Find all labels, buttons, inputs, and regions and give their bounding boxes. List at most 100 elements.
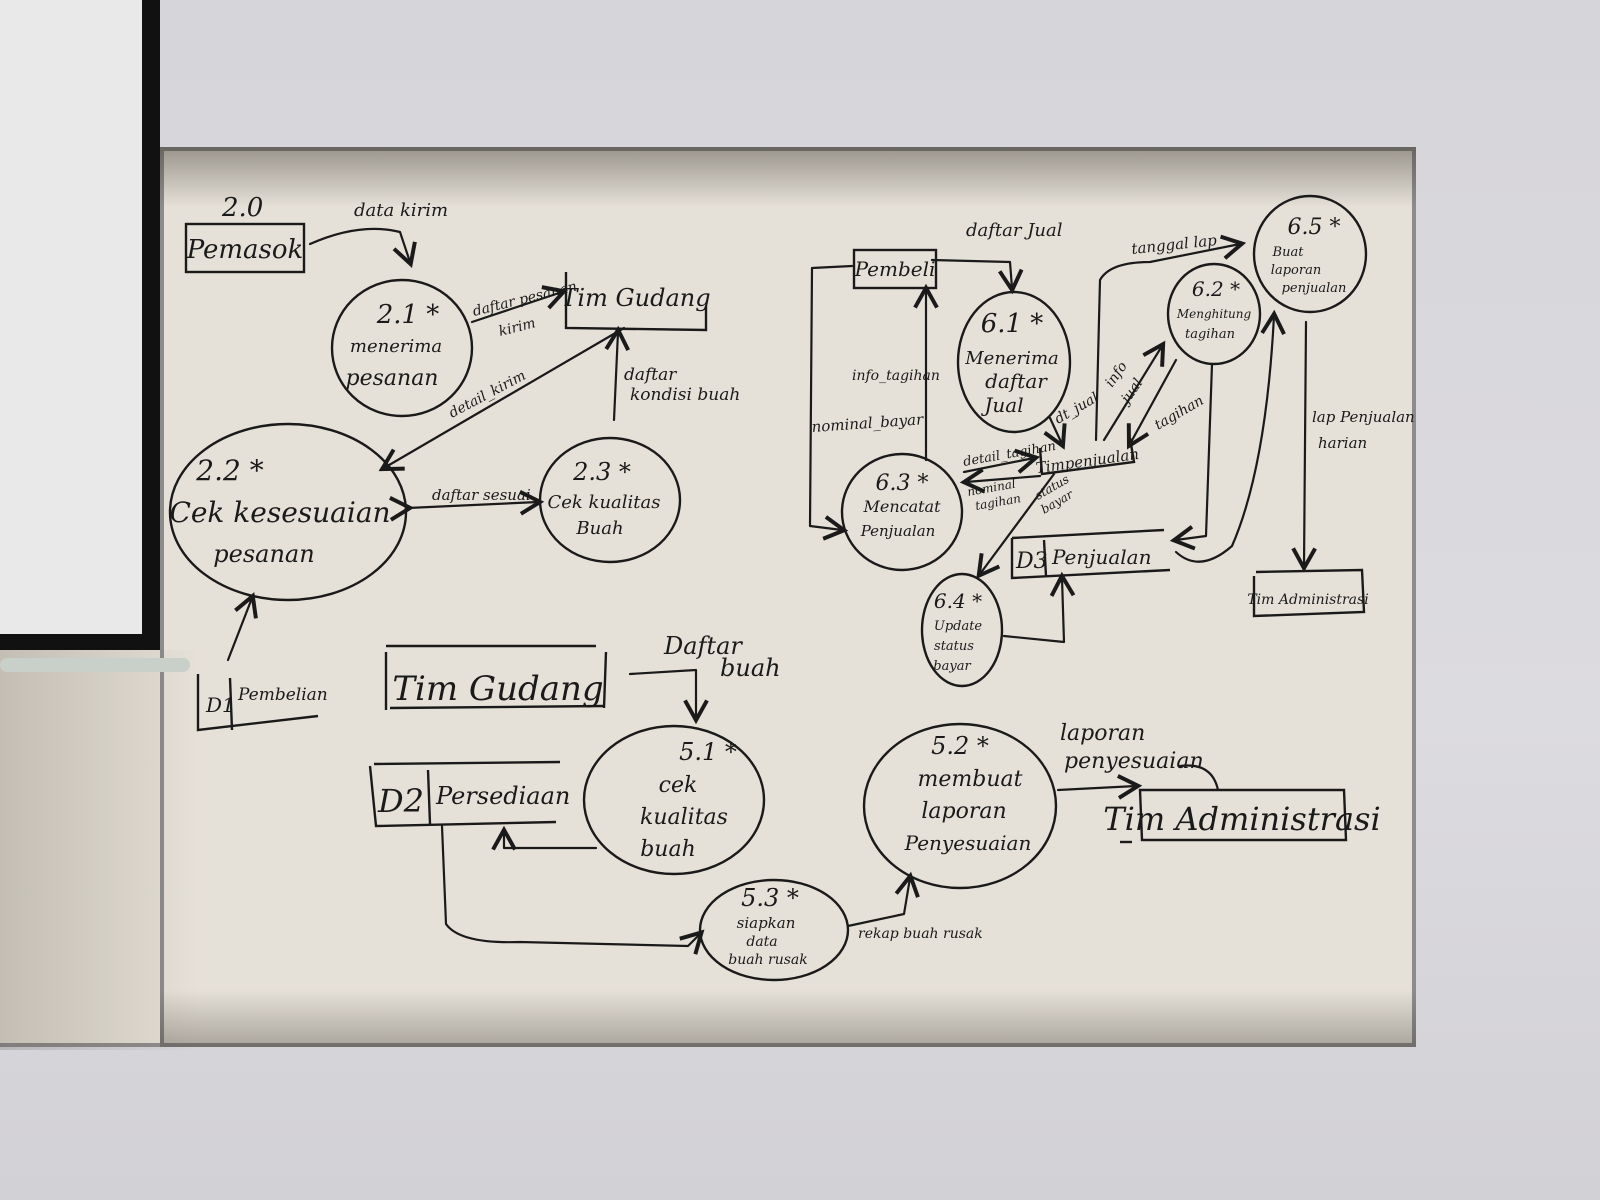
- flow-lap-penjualan-harian: [1291, 320, 1317, 573]
- entity-tim-gudang-top: Tim Gudang: [561, 272, 711, 332]
- process-label-2-0: 2.0: [221, 193, 263, 223]
- flow-daftar-sesuai: [389, 490, 545, 522]
- whiteboard: [160, 147, 1416, 1047]
- svg-text:Menghitung: Menghitung: [1176, 307, 1252, 321]
- svg-text:Update: Update: [934, 619, 983, 634]
- flow-label-tanggal-lap: tanggal lap: [1131, 231, 1218, 258]
- flow-daftar-pesanan-kirim: [470, 285, 568, 324]
- flow-6-4-to-d3: [1002, 571, 1076, 644]
- store-d2-persediaan: D2 Persediaan: [368, 760, 570, 828]
- flow-label-data-kirim: data kirim: [354, 200, 448, 221]
- svg-text:Pembeli: Pembeli: [854, 257, 936, 281]
- svg-text:6.4 *: 6.4 *: [934, 589, 982, 613]
- process-5-2: 5.2 * membuat laporan Penyesuaian: [862, 722, 1058, 890]
- svg-text:Buah: Buah: [575, 518, 623, 539]
- flow-label-daftar-buah-2: buah: [720, 654, 781, 682]
- svg-text:menerima: menerima: [350, 336, 442, 357]
- projector-screen-frame: [0, 0, 160, 650]
- entity-tim-administrasi-right: Tim Administrasi: [1247, 568, 1369, 618]
- process-5-3: 5.3 * siapkan data buah rusak: [698, 878, 850, 982]
- svg-text:Pemasok: Pemasok: [186, 235, 304, 265]
- svg-text:laporan: laporan: [921, 799, 1006, 824]
- svg-text:Pembelian: Pembelian: [237, 685, 328, 705]
- svg-text:Penjualan: Penjualan: [1051, 545, 1151, 569]
- flow-label-nominal-bayar: nominal_bayar: [811, 410, 925, 436]
- svg-text:D2: D2: [377, 782, 424, 820]
- flow-daftar-kondisi-buah: [604, 325, 630, 422]
- whiteboard-stain: [0, 650, 200, 1050]
- process-6-2: 6.2 * Menghitung tagihan: [1166, 262, 1262, 366]
- flow-label-daftar-sesuai: daftar sesuai: [432, 486, 531, 504]
- flow-data-kirim: [308, 227, 417, 268]
- process-6-3: 6.3 * Mencatat Penjualan: [840, 452, 964, 572]
- flow-d3-to-6-5: [1174, 309, 1286, 563]
- svg-text:Buat: Buat: [1272, 245, 1305, 260]
- flow-label-lap-penjualan-2: harian: [1318, 434, 1367, 452]
- svg-text:bayar: bayar: [933, 659, 971, 674]
- flow-label-daftar-kondisi-2: kondisi buah: [630, 385, 740, 405]
- svg-text:2.1 *: 2.1 *: [376, 300, 440, 330]
- flow-nominal-tagihan: [959, 467, 1042, 494]
- flow-label-daftar-kondisi-1: daftar: [624, 365, 677, 385]
- svg-text:Jual: Jual: [980, 393, 1023, 417]
- svg-text:6.1 *: 6.1 *: [981, 309, 1044, 339]
- svg-text:Tim Gudang: Tim Gudang: [561, 284, 710, 312]
- entity-pembeli: Pembeli: [852, 248, 938, 290]
- flow-5-1-to-d2: [491, 825, 598, 851]
- svg-text:Mencatat: Mencatat: [862, 497, 941, 516]
- store-d3-penjualan: D3 Penjualan: [1010, 528, 1171, 580]
- svg-text:kualitas: kualitas: [640, 805, 728, 830]
- svg-text:data: data: [746, 934, 777, 950]
- svg-text:cek: cek: [659, 773, 698, 798]
- svg-text:6.5 *: 6.5 *: [1288, 215, 1341, 240]
- svg-text:Cek kesesuaian: Cek kesesuaian: [169, 496, 390, 529]
- whiteboard-left-extension: [0, 650, 165, 1047]
- flow-laporan-penyesuaian-tail: [1178, 764, 1220, 792]
- entity-tim-administrasi-bottom: Tim Administrasi: [1103, 788, 1381, 844]
- svg-text:Penyesuaian: Penyesuaian: [904, 831, 1032, 855]
- flow-daftar-jual: [930, 258, 1024, 295]
- flow-rekap-buah-rusak: [846, 871, 920, 928]
- process-2-2: 2.2 * Cek kesesuaian pesanan: [168, 422, 408, 602]
- whiteboard-stain: [160, 147, 1416, 207]
- process-2-3: 2.3 * Cek kualitas Buah: [538, 436, 682, 564]
- process-6-5: 6.5 * Buat laporan penjualan: [1252, 194, 1368, 314]
- flow-label-lap-penjualan-1: lap Penjualan: [1312, 408, 1415, 426]
- entity-tim-gudang-mid: Tim Gudang: [384, 644, 608, 710]
- svg-text:5.2 *: 5.2 *: [931, 732, 989, 760]
- flow-dt-jual: [1043, 416, 1067, 450]
- svg-text:status: status: [934, 639, 974, 654]
- svg-text:2.2 *: 2.2 *: [195, 454, 263, 487]
- flow-info-jual: [1102, 340, 1166, 442]
- entity-pemasok: Pemasok: [184, 222, 306, 274]
- flow-daftar-buah: [628, 668, 709, 725]
- flow-d2-to-5-3: [440, 824, 705, 955]
- svg-text:siapkan: siapkan: [737, 914, 796, 932]
- flow-label-daftar-jual: daftar Jual: [966, 220, 1063, 241]
- svg-text:Menerima: Menerima: [964, 348, 1059, 369]
- flow-label-tagihan: tagihan: [1152, 393, 1207, 434]
- flow-6-2-to-d3: [1169, 362, 1214, 551]
- marker-tray: [0, 658, 190, 672]
- svg-text:6.2 *: 6.2 *: [1192, 277, 1240, 301]
- svg-text:tagihan: tagihan: [1185, 327, 1235, 342]
- flow-label-dt-jual: dt_jual: [1052, 390, 1101, 428]
- svg-text:daftar: daftar: [985, 369, 1048, 393]
- flow-label-detail-kirim: detail_kirim: [446, 368, 528, 422]
- flow-label-daftar-buah-1: Daftar: [663, 632, 743, 660]
- svg-text:pesanan: pesanan: [213, 540, 314, 568]
- flow-laporan-penyesuaian: [1056, 774, 1143, 800]
- svg-text:Tim Administrasi: Tim Administrasi: [1103, 800, 1380, 838]
- flow-tanggal-lap: [1094, 234, 1247, 442]
- svg-text:Persediaan: Persediaan: [435, 782, 570, 810]
- flow-label-laporan-penyesuaian-2: penyesuaian: [1064, 749, 1204, 774]
- flow-detail-kirim: [378, 326, 626, 472]
- svg-text:5.3 *: 5.3 *: [741, 884, 799, 912]
- projector-screen: [0, 0, 142, 634]
- svg-text:membuat: membuat: [918, 767, 1023, 792]
- flow-label-info-tagihan: info_tagihan: [852, 368, 940, 384]
- flow-nominal-bayar: [808, 264, 854, 541]
- flow-status-bayar: [976, 472, 1056, 580]
- process-2-1: 2.1 * menerima pesanan: [330, 278, 474, 418]
